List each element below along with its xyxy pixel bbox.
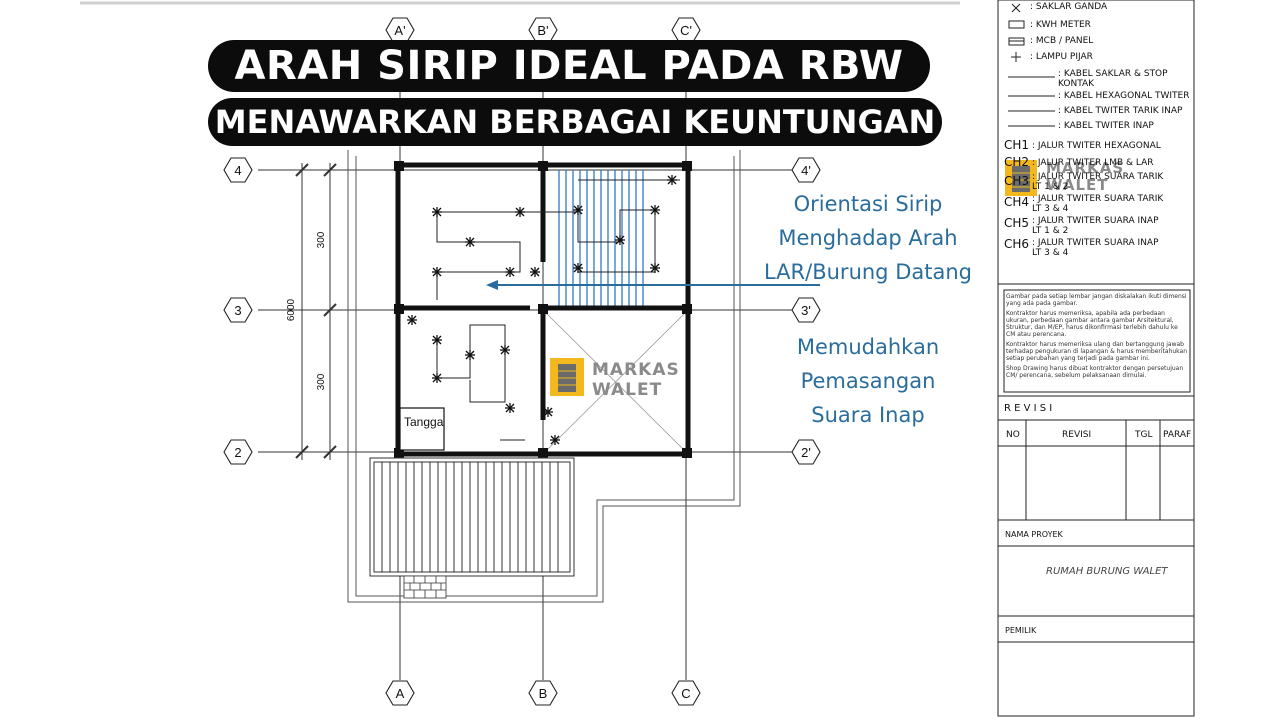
revision-col-paraf: PARAF <box>1163 430 1192 440</box>
note-paragraph: Gambar pada setiap lembar jangan diskala… <box>1006 293 1187 307</box>
roof-hatch <box>369 457 575 577</box>
dimension-lower: 300 <box>316 373 327 390</box>
legend-watermark-text: MARKAS WALET <box>1046 160 1124 194</box>
channel-code: CH1 <box>1004 138 1030 152</box>
wind-direction-arrow <box>486 280 820 290</box>
dimension-total: 6000 <box>286 298 297 321</box>
note-paragraph: Kontraktor harus memeriksa, apabila ada … <box>1006 310 1178 338</box>
grid-label-top-b: B' <box>537 23 548 38</box>
watermark-line2: WALET <box>592 380 663 400</box>
channel-desc: : JALUR TWITER HEXAGONAL <box>1032 141 1161 151</box>
annotation-line: Suara Inap <box>811 403 925 427</box>
site-boundary <box>347 150 741 603</box>
grid-label-top-a: A' <box>394 23 405 38</box>
annotation-line: LAR/Burung Datang <box>764 260 972 284</box>
legend-item: : KABEL TWITER TARIK INAP <box>1058 106 1183 116</box>
revision-col-tgl: TGL <box>1135 430 1153 440</box>
channel-desc: : JALUR TWITER LMB & LAR <box>1032 158 1154 168</box>
channel-desc: : JALUR TWITER SUARA INAP LT 1 & 2 <box>1032 216 1159 236</box>
wall-columns <box>394 161 692 458</box>
watermark-line1: MARKAS <box>592 360 680 380</box>
annotation-fin-orientation: Orientasi Sirip Menghadap Arah LAR/Burun… <box>750 187 986 289</box>
channel-code: CH5 <box>1004 216 1030 230</box>
channel-code: CH6 <box>1004 237 1030 251</box>
lampu-pijar-icon <box>1011 52 1021 62</box>
legend-item: : KWH METER <box>1030 20 1091 30</box>
revision-col-no: NO <box>1006 430 1020 440</box>
grid-label-right-4: 4' <box>801 163 811 178</box>
dimension-lines <box>292 163 340 460</box>
note-paragraph: Kontraktor harus memeriksa ulang dan ber… <box>1006 341 1188 362</box>
dimension-upper: 300 <box>316 231 327 248</box>
revision-col-revisi: REVISI <box>1062 430 1092 440</box>
legend-item: : LAMPU PIJAR <box>1030 52 1093 62</box>
lamp-symbols <box>407 175 677 445</box>
stair-label: Tangga <box>404 415 444 429</box>
channel-desc: : JALUR TWITER SUARA TARIK LT 1 & 2 <box>1032 172 1164 192</box>
annotation-line: Orientasi Sirip <box>793 192 943 216</box>
annotation-line: Memudahkan <box>796 335 940 359</box>
channel-desc: : JALUR TWITER SUARA INAP LT 3 & 4 <box>1032 238 1159 258</box>
channel-desc: : JALUR TWITER SUARA TARIK LT 3 & 4 <box>1032 194 1164 214</box>
legend-item: : MCB / PANEL <box>1030 36 1094 46</box>
title-banner-line1: ARAH SIRIP IDEAL PADA RBW <box>208 40 930 92</box>
grid-label-bottom-b: B <box>539 686 548 701</box>
watermark-line2: WALET <box>1046 176 1109 194</box>
grid-label-left-4: 4 <box>234 163 241 178</box>
mcb-panel-icon <box>1008 37 1025 46</box>
grid-label-right-2: 2' <box>801 445 811 460</box>
note-paragraph: Shop Drawing harus dibuat kontraktor den… <box>1006 365 1184 379</box>
grid-label-left-2: 2 <box>234 445 241 460</box>
watermark-line1: MARKAS <box>1046 159 1125 177</box>
fin-lines <box>558 170 644 306</box>
watermark-logo-icon <box>550 358 584 396</box>
brick-patch <box>403 575 447 599</box>
annotation-line: Menghadap Arah <box>778 226 958 250</box>
legend-item: : KABEL SAKLAR & STOP KONTAK <box>1058 69 1168 89</box>
legend-item: : KABEL HEXAGONAL TWITER <box>1058 91 1190 101</box>
grid-label-bottom-a: A <box>396 686 405 701</box>
annotation-installation: Memudahkan Pemasangan Suara Inap <box>768 330 968 432</box>
watermark-text: MARKAS WALET <box>592 360 680 400</box>
title-block-frame <box>997 0 1195 717</box>
annotation-line: Pemasangan <box>800 369 936 393</box>
owner-label: PEMILIK <box>1005 626 1037 635</box>
channel-code: CH2 <box>1004 155 1030 169</box>
project-name: RUMAH BURUNG WALET <box>1046 566 1168 577</box>
title-banner-line2: MENAWARKAN BERBAGAI KEUNTUNGAN <box>208 98 942 146</box>
project-label: NAMA PROYEK <box>1005 530 1063 539</box>
grid-label-right-3: 3' <box>801 303 811 318</box>
grid-hex-markers <box>223 17 821 706</box>
legend-watermark-logo-icon <box>1005 160 1037 196</box>
legend-symbols <box>1008 3 1055 127</box>
channel-code: CH3 <box>1004 174 1030 188</box>
general-notes: Gambar pada setiap lembar jangan diskala… <box>1006 293 1188 379</box>
legend-item: : SAKLAR GANDA <box>1030 2 1108 12</box>
legend-item: : KABEL TWITER INAP <box>1058 121 1154 131</box>
channel-code: CH4 <box>1004 195 1030 209</box>
kwh-meter-icon <box>1008 20 1025 29</box>
grid-label-top-c: C' <box>680 23 692 38</box>
grid-label-bottom-c: C <box>681 686 690 701</box>
revision-title: R E V I S I <box>1004 403 1053 414</box>
saklar-ganda-icon <box>1011 3 1021 13</box>
grid-label-left-3: 3 <box>234 303 241 318</box>
